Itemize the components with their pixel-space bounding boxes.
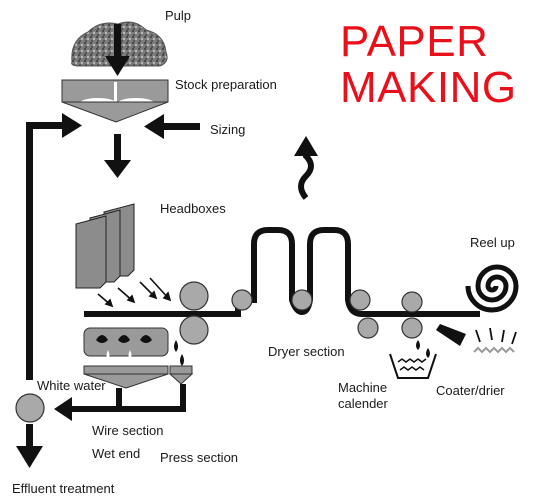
coater-blade-icon bbox=[436, 324, 466, 346]
wire-section-box bbox=[83, 327, 169, 360]
label-wire-section: Wire section bbox=[92, 423, 164, 438]
label-stock-preparation: Stock preparation bbox=[175, 77, 277, 92]
headboxes bbox=[75, 203, 135, 289]
drier-wave-icon bbox=[473, 346, 515, 354]
press-roller-bottom bbox=[179, 315, 209, 345]
drier-heat-rays-icon bbox=[475, 327, 517, 345]
sizing-arrow-icon bbox=[144, 114, 200, 139]
white-water-pit bbox=[15, 393, 45, 423]
label-effluent-treatment: Effluent treatment bbox=[12, 481, 115, 496]
title-line-2: MAKING bbox=[340, 63, 517, 112]
effluent-arrow-icon bbox=[16, 424, 43, 468]
title-line-1: PAPER bbox=[340, 17, 489, 66]
label-reel-up: Reel up bbox=[470, 235, 515, 250]
label-calender: calender bbox=[338, 396, 388, 411]
press-water-drops-icon bbox=[174, 340, 184, 366]
label-sizing: Sizing bbox=[210, 122, 246, 137]
label-press-section: Press section bbox=[160, 450, 239, 465]
paper-web-line bbox=[84, 227, 470, 317]
calender-roller bbox=[357, 317, 379, 339]
dryer-roller-2 bbox=[291, 289, 313, 311]
drain-lines bbox=[54, 384, 186, 421]
dryer-roller-1 bbox=[231, 289, 253, 311]
coater-roller-bottom bbox=[401, 317, 423, 339]
stock-preparation-hopper bbox=[61, 79, 169, 123]
dryer-roller-3 bbox=[349, 289, 371, 311]
label-wet-end: Wet end bbox=[92, 446, 141, 461]
coating-bath bbox=[389, 340, 437, 379]
reel-up-spiral-icon bbox=[465, 264, 519, 313]
rollers bbox=[179, 281, 423, 345]
label-dryer-section: Dryer section bbox=[268, 344, 345, 359]
label-pulp: Pulp bbox=[165, 8, 192, 23]
label-white-water: White water bbox=[37, 378, 106, 393]
white-water-recycle-arrow bbox=[26, 113, 82, 380]
pulp-arrow-icon bbox=[105, 24, 130, 76]
steam-vapor-arrow-icon bbox=[294, 136, 318, 200]
label-headboxes: Headboxes bbox=[160, 201, 226, 216]
coater-roller-top bbox=[401, 291, 423, 313]
press-roller-top bbox=[179, 281, 209, 311]
hopper-down-arrow-icon bbox=[104, 134, 131, 178]
label-machine: Machine bbox=[338, 380, 388, 395]
white-water-hoppers bbox=[83, 365, 194, 389]
label-coater-drier: Coater/drier bbox=[436, 383, 505, 398]
headbox-flow-arrows bbox=[97, 277, 172, 308]
